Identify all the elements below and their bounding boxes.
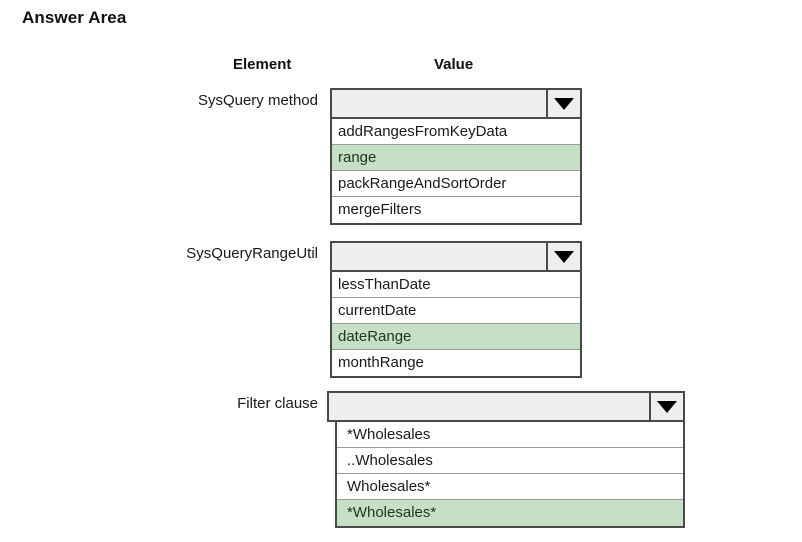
list-item[interactable]: ..Wholesales [337, 448, 683, 474]
list-item[interactable]: monthRange [332, 350, 580, 376]
combo-selected-value-filter-clause[interactable] [329, 393, 651, 420]
combo-sysquery-method[interactable]: addRangesFromKeyData range packRangeAndS… [330, 88, 582, 225]
combo-header-sysqueryrangeutil[interactable] [330, 241, 582, 272]
list-item[interactable]: packRangeAndSortOrder [332, 171, 580, 197]
list-item[interactable]: dateRange [332, 324, 580, 350]
combo-selected-value-sysquery-method[interactable] [332, 90, 548, 117]
row-label-filter-clause: Filter clause [237, 395, 318, 412]
combo-header-sysquery-method[interactable] [330, 88, 582, 119]
list-item[interactable]: addRangesFromKeyData [332, 119, 580, 145]
list-item[interactable]: Wholesales* [337, 474, 683, 500]
list-item[interactable]: *Wholesales* [337, 500, 683, 526]
column-header-value: Value [434, 56, 474, 73]
combo-options-filter-clause[interactable]: *Wholesales ..Wholesales Wholesales* *Wh… [335, 422, 685, 528]
list-item[interactable]: *Wholesales [337, 422, 683, 448]
column-header-element: Element [233, 56, 292, 73]
list-item[interactable]: range [332, 145, 580, 171]
chevron-down-icon[interactable] [651, 393, 683, 420]
combo-sysqueryrangeutil[interactable]: lessThanDate currentDate dateRange month… [330, 241, 582, 378]
page-title: Answer Area [22, 8, 127, 27]
combo-header-filter-clause[interactable] [327, 391, 685, 422]
row-label-sysquery-method: SysQuery method [197, 92, 318, 109]
list-item[interactable]: mergeFilters [332, 197, 580, 223]
chevron-down-icon[interactable] [548, 90, 580, 117]
combo-options-sysquery-method[interactable]: addRangesFromKeyData range packRangeAndS… [330, 119, 582, 225]
row-label-sysqueryrangeutil: SysQueryRangeUtil [186, 245, 318, 262]
combo-options-sysqueryrangeutil[interactable]: lessThanDate currentDate dateRange month… [330, 272, 582, 378]
list-item[interactable]: lessThanDate [332, 272, 580, 298]
combo-selected-value-sysqueryrangeutil[interactable] [332, 243, 548, 270]
combo-filter-clause[interactable]: *Wholesales ..Wholesales Wholesales* *Wh… [327, 391, 685, 528]
chevron-down-icon[interactable] [548, 243, 580, 270]
list-item[interactable]: currentDate [332, 298, 580, 324]
